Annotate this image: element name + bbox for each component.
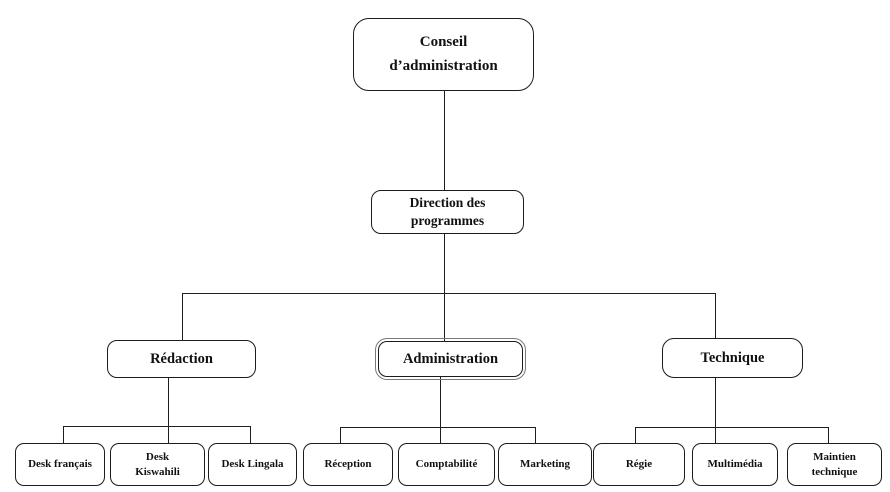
connector-direction-to-bus	[444, 234, 445, 293]
connector-drop-comptabilite	[440, 427, 441, 443]
connector-drop-maintien-technique	[828, 427, 829, 443]
connector-drop-desk-lingala	[250, 426, 251, 443]
node-maintien-technique: Maintien technique	[787, 443, 882, 486]
connector-administration-to-bus	[440, 377, 441, 427]
connector-drop-regie	[635, 427, 636, 443]
connector-technique-to-bus	[715, 378, 716, 427]
connector-bus-administration-children	[340, 427, 536, 428]
connector-drop-technique	[715, 293, 716, 338]
connector-drop-reception	[340, 427, 341, 443]
node-redaction: Rédaction	[107, 340, 256, 378]
connector-drop-marketing	[535, 427, 536, 443]
connector-redaction-to-bus	[168, 378, 169, 426]
node-direction-des-programmes: Direction des programmes	[371, 190, 524, 234]
node-desk-kiswahili: Desk Kiswahili	[110, 443, 205, 486]
connector-drop-multimedia	[715, 427, 716, 443]
connector-bus-technique-children	[635, 427, 829, 428]
node-regie: Régie	[593, 443, 685, 486]
connector-drop-desk-kiswahili	[168, 426, 169, 443]
connector-drop-redaction	[182, 293, 183, 340]
connector-drop-desk-francais	[63, 426, 64, 443]
node-conseil-administration: Conseil d’administration	[353, 18, 534, 91]
connector-bus-redaction-children	[63, 426, 251, 427]
node-reception: Réception	[303, 443, 393, 486]
node-administration: Administration	[375, 338, 526, 380]
node-desk-lingala: Desk Lingala	[208, 443, 297, 486]
connector-drop-administration	[444, 293, 445, 341]
node-multimedia: Multimédia	[692, 443, 778, 486]
connector-root-to-direction	[444, 91, 445, 190]
node-marketing: Marketing	[498, 443, 592, 486]
node-comptabilite: Comptabilité	[398, 443, 495, 486]
node-technique: Technique	[662, 338, 803, 378]
node-desk-francais: Desk français	[15, 443, 105, 486]
connector-bus-level3	[182, 293, 716, 294]
